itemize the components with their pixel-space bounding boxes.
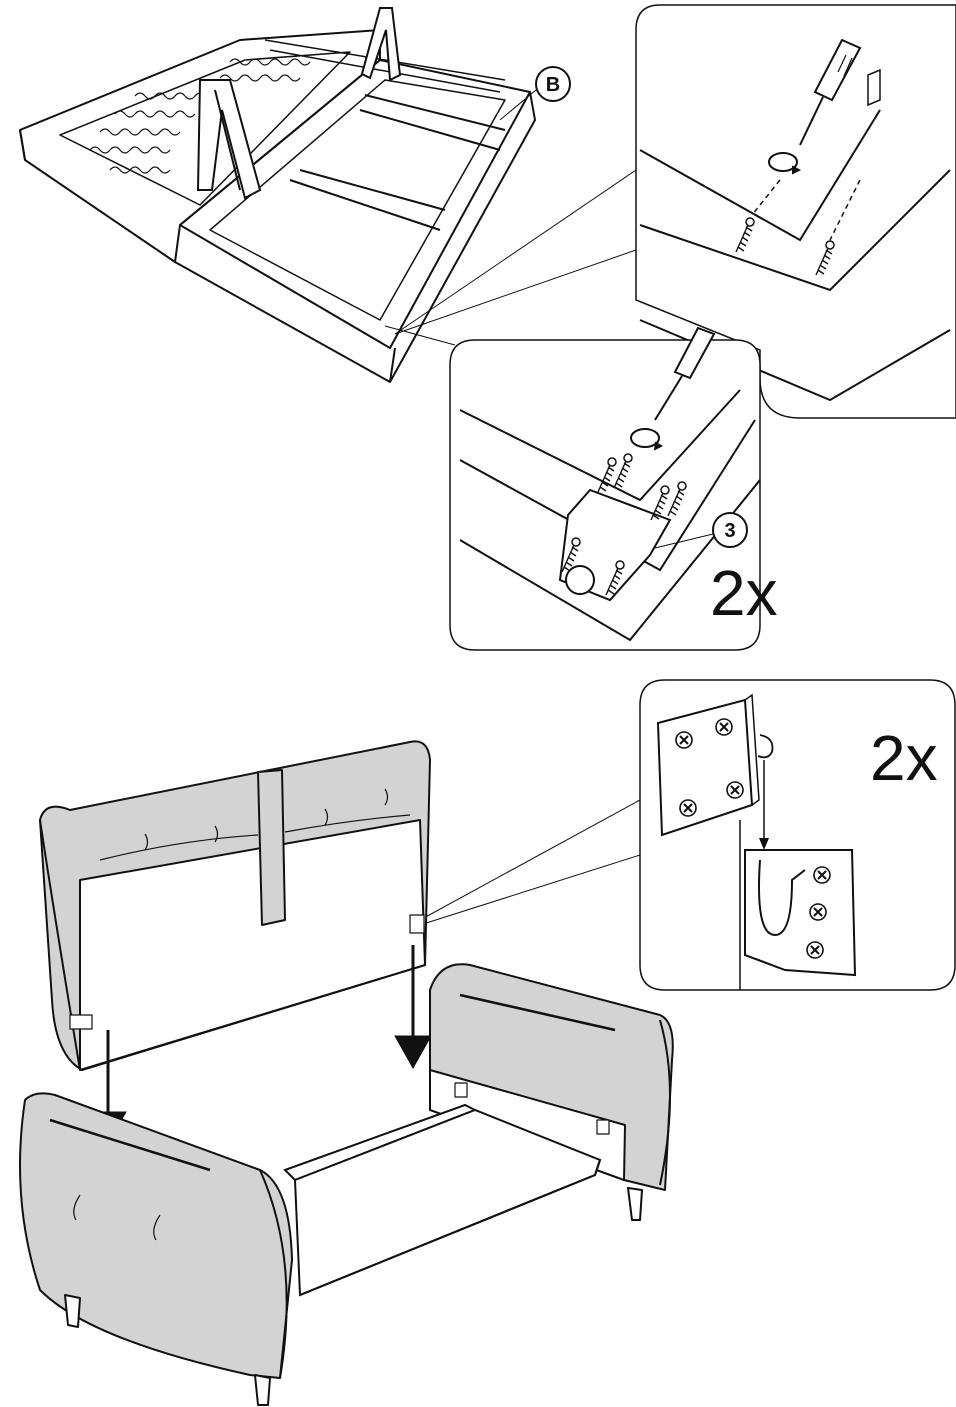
- spring-mesh: [89, 58, 311, 174]
- screwdriver-icon: [799, 38, 862, 146]
- center-leg-front: [196, 79, 262, 200]
- part-badge-3: 3: [712, 512, 748, 548]
- svg-text:3: 3: [724, 520, 735, 542]
- hook-bracket-icon: [744, 849, 857, 977]
- side-rail: [283, 1103, 602, 1297]
- svg-text:B: B: [546, 74, 560, 96]
- center-leg-back: [360, 7, 402, 82]
- headboard: [39, 740, 431, 1071]
- down-arrow-icon: [759, 760, 769, 850]
- detail-panel-hook: 2x: [639, 679, 956, 991]
- part-badge-b: B: [535, 66, 571, 102]
- screwdriver-icon: [654, 326, 716, 421]
- rotate-arrow-icon: [768, 152, 802, 175]
- callout-lines-top: [384, 169, 637, 346]
- detail-panel-bracket: 3 2x: [449, 326, 778, 651]
- quantity-label-top: 2x: [710, 557, 778, 629]
- bed-base-frame: [19, 29, 536, 383]
- footboard-near: [19, 1092, 293, 1406]
- quantity-label-bottom: 2x: [870, 722, 938, 794]
- rotate-arrow-icon: [630, 428, 664, 451]
- callout-lines-bottom: [419, 799, 641, 926]
- detail-panel-screw-insertion: [635, 4, 956, 419]
